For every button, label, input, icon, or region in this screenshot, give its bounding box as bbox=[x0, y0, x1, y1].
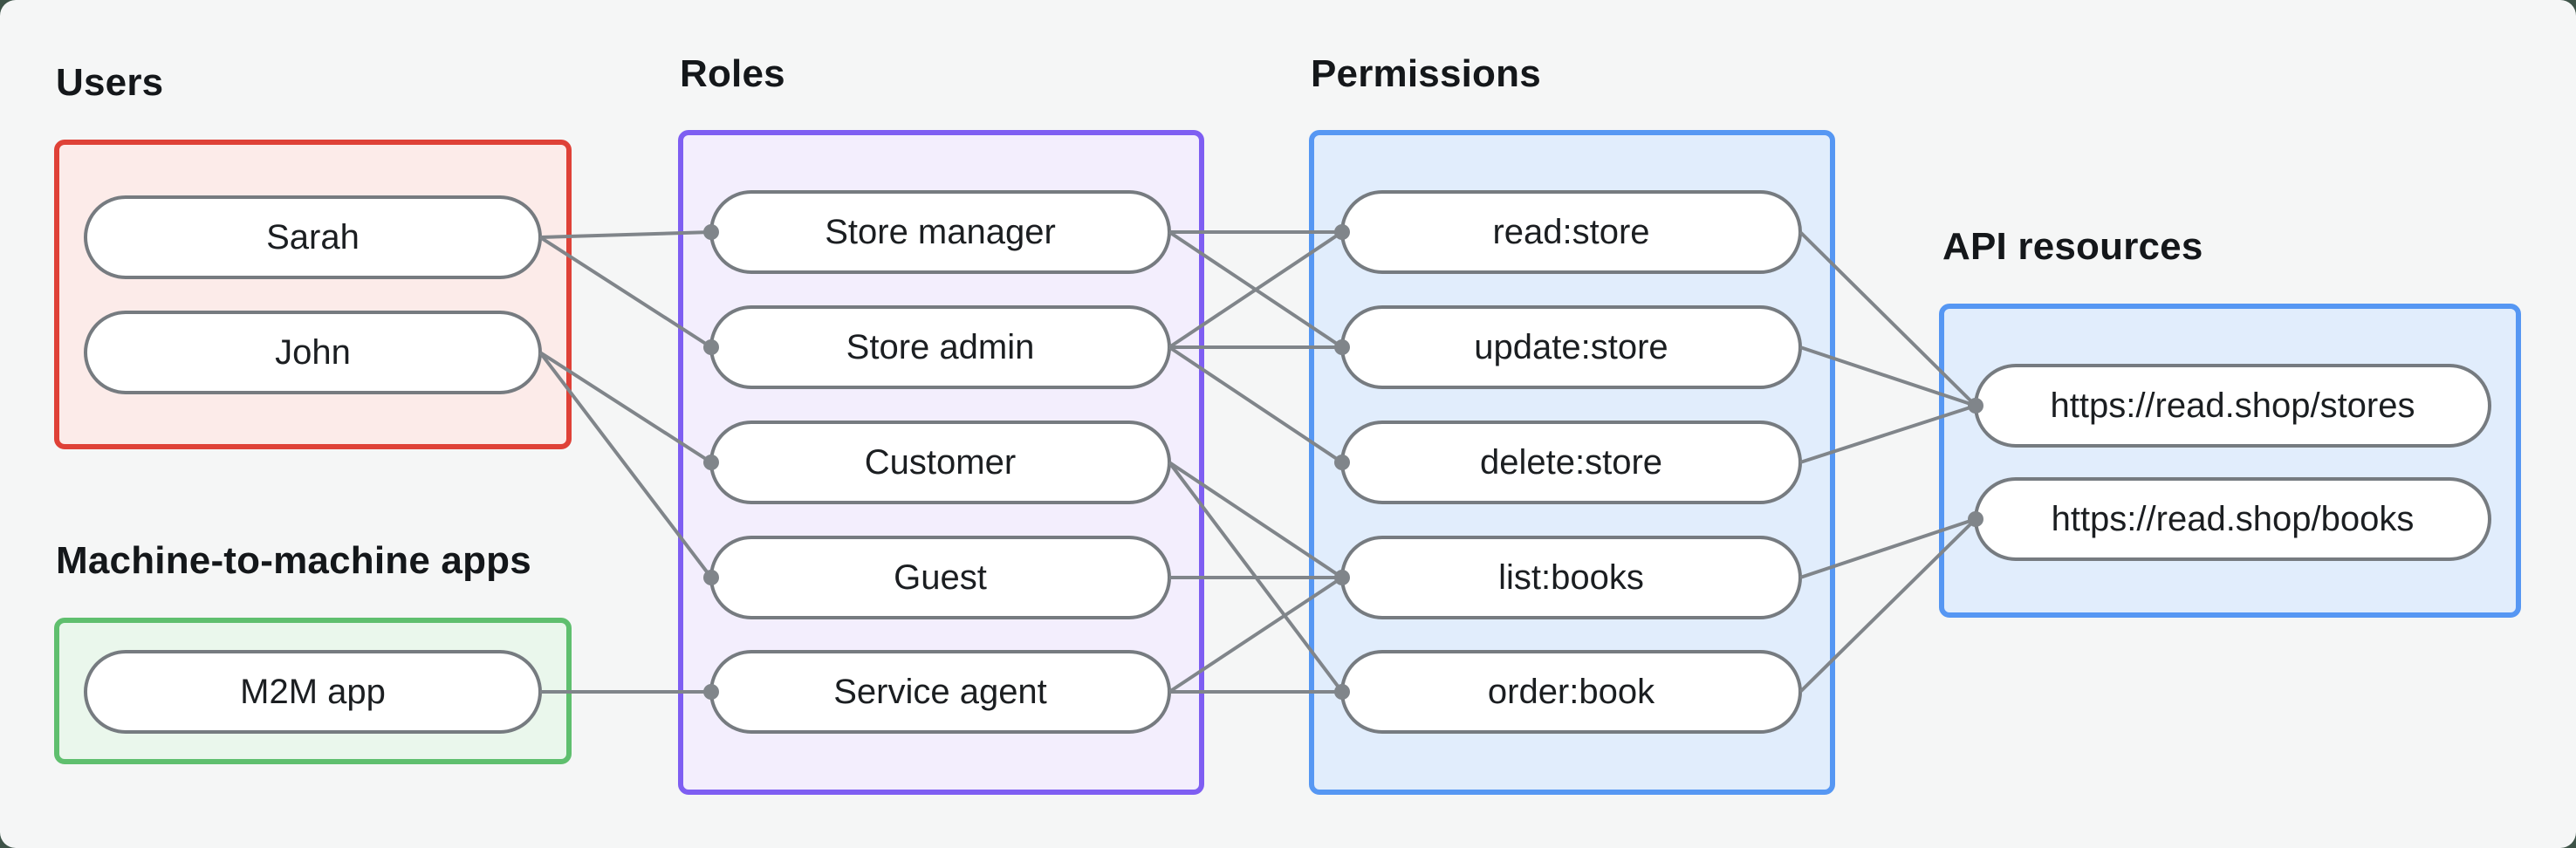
node-delete_store: delete:store bbox=[1340, 421, 1802, 504]
node-sarah: Sarah bbox=[84, 195, 542, 279]
group-box-users bbox=[54, 140, 572, 449]
node-read_store: read:store bbox=[1340, 190, 1802, 274]
node-books_api: https://read.shop/books bbox=[1974, 477, 2491, 561]
group-label-users: Users bbox=[56, 61, 164, 104]
node-update_store: update:store bbox=[1340, 305, 1802, 389]
node-store_admin: Store admin bbox=[709, 305, 1171, 389]
node-m2m_app: M2M app bbox=[84, 650, 542, 734]
node-john: John bbox=[84, 311, 542, 394]
node-order_book: order:book bbox=[1340, 650, 1802, 734]
node-list_books: list:books bbox=[1340, 536, 1802, 619]
node-stores_api: https://read.shop/stores bbox=[1974, 364, 2491, 448]
group-label-permissions: Permissions bbox=[1311, 52, 1541, 95]
group-label-m2m: Machine-to-machine apps bbox=[56, 539, 531, 582]
node-service_agent: Service agent bbox=[709, 650, 1171, 734]
group-box-api bbox=[1939, 304, 2521, 618]
node-guest: Guest bbox=[709, 536, 1171, 619]
node-store_manager: Store manager bbox=[709, 190, 1171, 274]
node-customer: Customer bbox=[709, 421, 1171, 504]
group-label-api: API resources bbox=[1942, 225, 2203, 268]
group-label-roles: Roles bbox=[680, 52, 785, 95]
